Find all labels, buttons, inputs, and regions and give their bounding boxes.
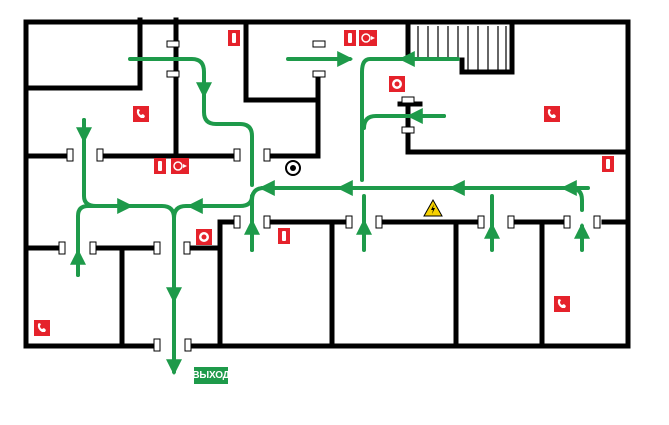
phones <box>34 106 570 336</box>
door-icon <box>58 241 66 255</box>
door-icon <box>153 241 161 255</box>
fire-extinguisher-icon <box>602 156 614 172</box>
door-icon <box>233 215 241 229</box>
door-icon <box>375 215 383 229</box>
door-icon <box>401 96 415 104</box>
door-icon <box>593 215 601 229</box>
door-icon <box>345 215 353 229</box>
fire-alarm-button-icon <box>389 76 405 92</box>
phone-icon <box>34 320 50 336</box>
door-icon <box>233 148 241 162</box>
door-icon <box>507 215 515 229</box>
door-icon <box>401 126 415 134</box>
door-icon <box>153 338 161 352</box>
phone-icon <box>133 106 149 122</box>
door-icon <box>89 241 97 255</box>
door-icon <box>312 40 326 48</box>
door-icon <box>184 338 192 352</box>
fire-extinguishers <box>154 30 614 244</box>
fire-extinguisher-icon <box>228 30 240 46</box>
door-icon <box>477 215 485 229</box>
door-icon <box>263 215 271 229</box>
door-icon <box>66 148 74 162</box>
fire-hydrant-icon <box>359 30 377 46</box>
fire-extinguisher-icon <box>344 30 356 46</box>
door-icon <box>166 40 180 48</box>
you-are-here-icon <box>285 160 301 176</box>
fire-hydrants <box>171 30 377 174</box>
fire-hydrant-icon <box>171 158 189 174</box>
exit-sign: ВЫХОД <box>192 367 230 384</box>
door-icon <box>166 70 180 78</box>
door-icon <box>312 70 326 78</box>
fire-alarm-button-icon <box>196 229 212 245</box>
high-voltage-warning-icon <box>423 198 443 217</box>
door-icon <box>263 148 271 162</box>
fire-alarm-buttons <box>196 76 405 245</box>
fire-extinguisher-icon <box>154 158 166 174</box>
staircase <box>417 26 507 72</box>
door-icon <box>183 241 191 255</box>
door-icon <box>96 148 104 162</box>
phone-icon <box>554 296 570 312</box>
fire-extinguisher-icon <box>278 228 290 244</box>
phone-icon <box>544 106 560 122</box>
walls <box>23 17 631 349</box>
evacuation-routes <box>70 51 590 376</box>
door-icon <box>563 215 571 229</box>
